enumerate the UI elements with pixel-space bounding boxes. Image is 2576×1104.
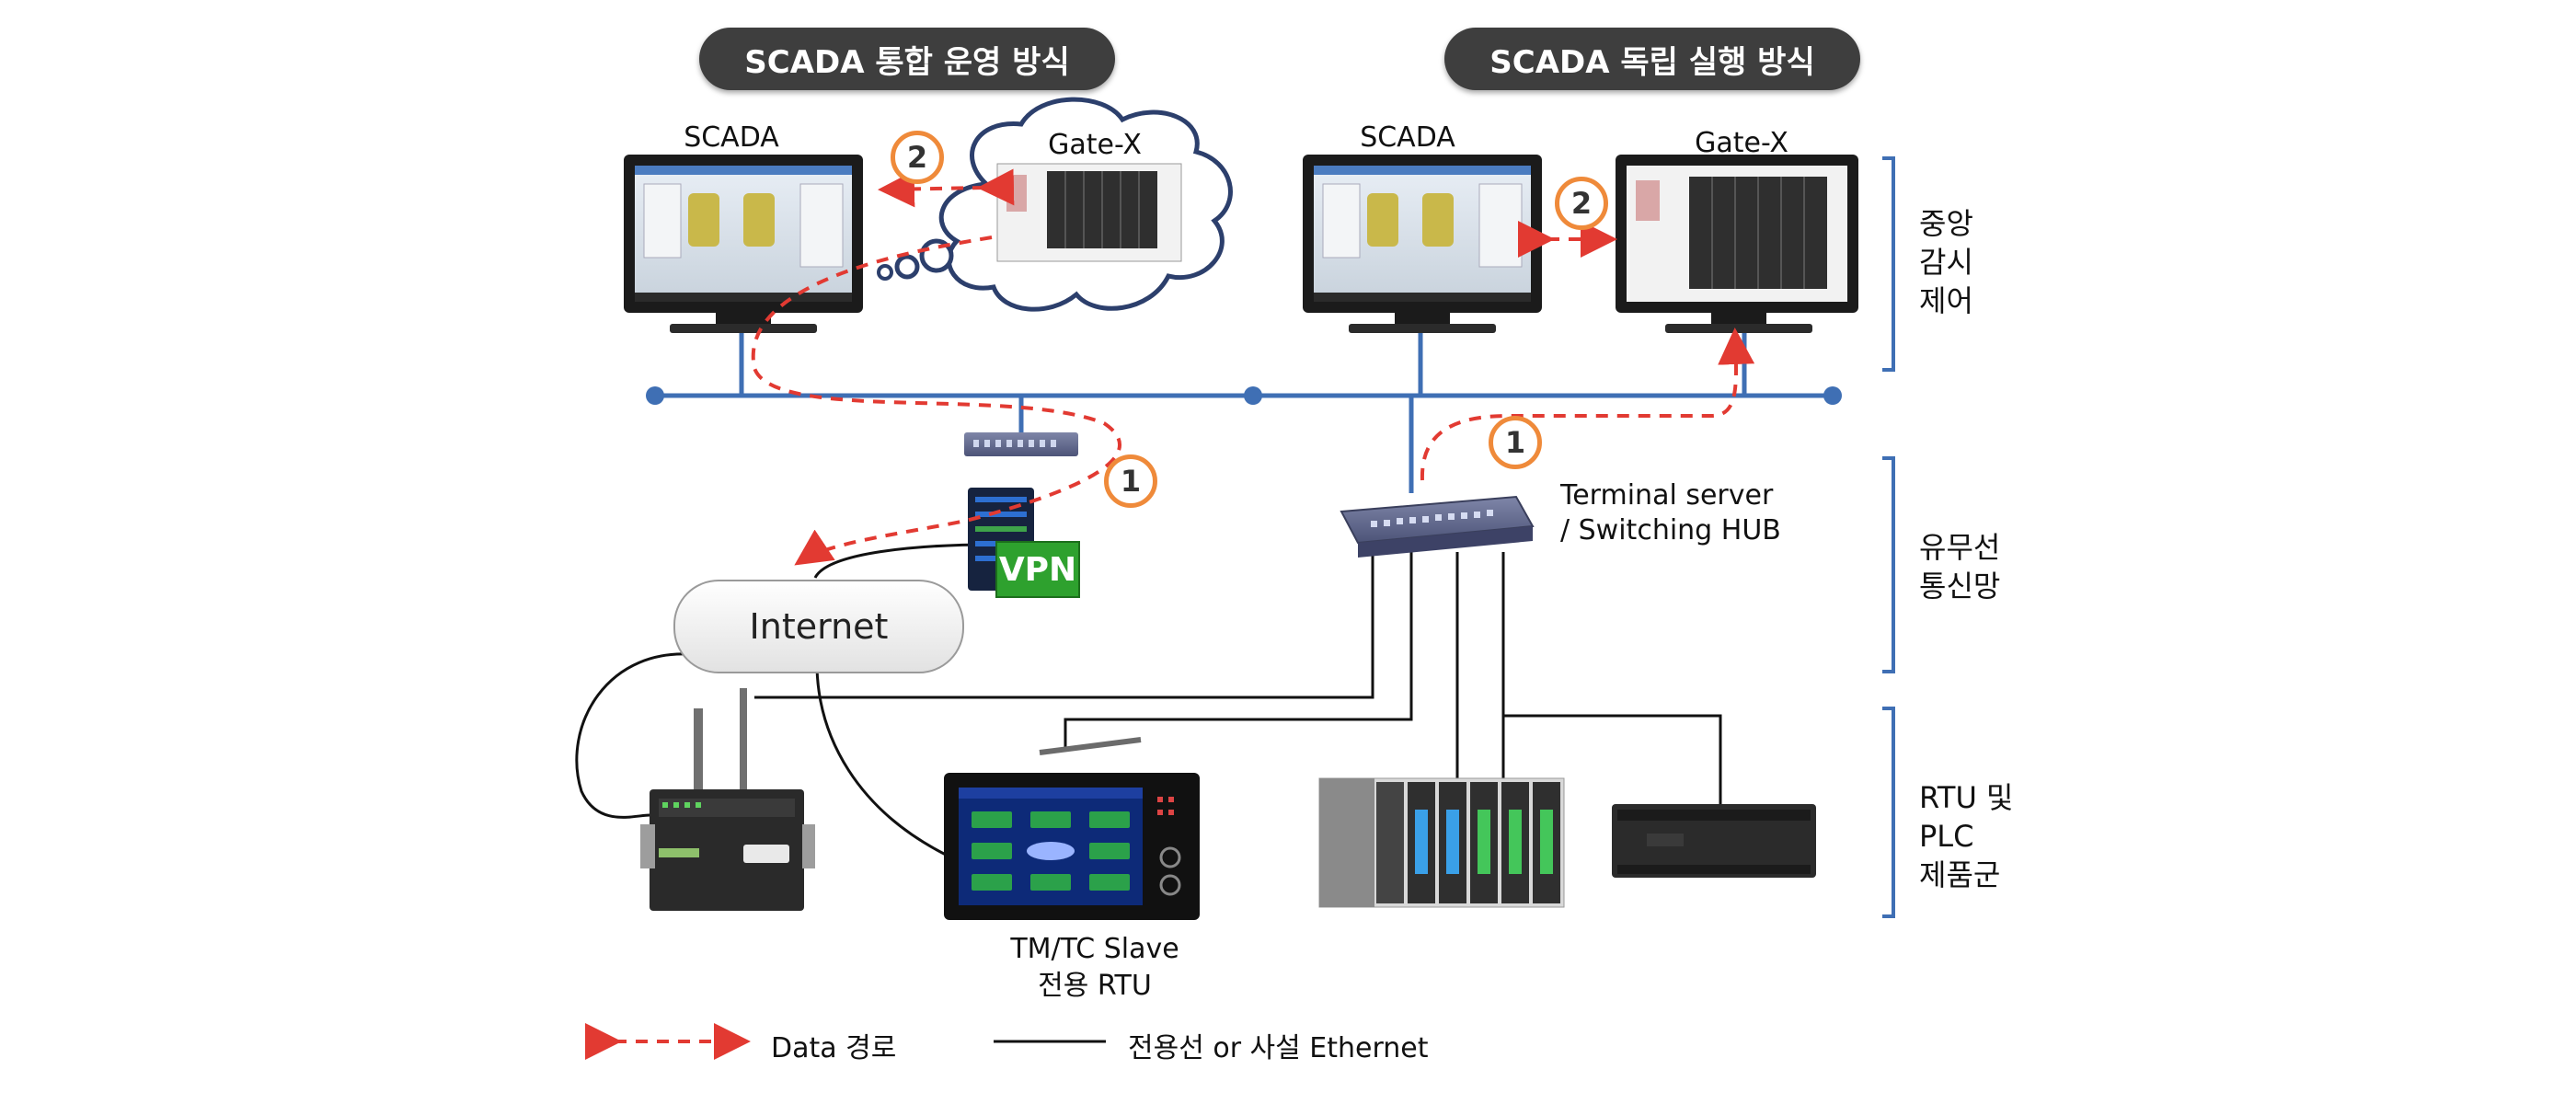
tmtc-line2: 전용 RTU [1038, 970, 1152, 1002]
scada-monitor-left [624, 155, 863, 333]
gatex-monitor-right [1616, 155, 1858, 333]
small-switch-icon [964, 432, 1078, 456]
plc-rack-icon [1318, 777, 1565, 908]
tier-comm-line2: 통신망 [1919, 569, 2001, 604]
standalone-mode-header: SCADA 독립 실행 방식 [1444, 28, 1860, 90]
terminal-server-label: Terminal server / Switching HUB [1560, 478, 1781, 548]
tier-brackets [1882, 156, 1895, 918]
tier-rtu-plc: RTU 및 PLC 제품군 [1919, 778, 2014, 894]
internet-cloud: Internet [673, 580, 964, 673]
network-bus [646, 333, 1842, 493]
tier-rtu-line3: 제품군 [1919, 857, 2001, 892]
gatex-screen-cloud [996, 163, 1182, 262]
internet-label: Internet [749, 606, 889, 647]
tier-comm-line1: 유무선 [1919, 530, 2001, 565]
tmtc-rtu-label: TM/TC Slave 전용 RTU [1010, 931, 1179, 1005]
rtu-device-icon [640, 688, 815, 911]
tmtc-line1: TM/TC Slave [1010, 933, 1179, 965]
integrated-mode-header: SCADA 통합 운영 방식 [699, 28, 1115, 90]
step-2-marker-left: 2 [891, 131, 944, 184]
step-1-marker-left: 1 [1104, 454, 1157, 508]
tier-rtu-line1: RTU 및 [1919, 780, 2014, 815]
small-plc-icon [1612, 804, 1816, 878]
gatex-cloud-label: Gate-X [1048, 129, 1142, 161]
switching-hub-icon [1340, 495, 1535, 558]
tmtc-rtu-icon [944, 737, 1200, 920]
tier-central-line2: 감시 [1919, 245, 1973, 280]
legend-dedicated-line: 전용선 or 사설 Ethernet [1128, 1032, 1429, 1064]
scada-left-label: SCADA [684, 121, 779, 154]
terminal-server-line2: / Switching HUB [1560, 514, 1781, 546]
legend-data-path: Data 경로 [771, 1032, 897, 1064]
vpn-badge: VPN [995, 541, 1080, 598]
tier-central-control: 중앙 감시 제어 [1919, 204, 1973, 320]
scada-monitor-right [1303, 155, 1542, 333]
tier-rtu-line2: PLC [1919, 819, 1974, 854]
tier-central-line1: 중앙 [1919, 206, 1973, 241]
tier-central-line3: 제어 [1919, 283, 1973, 318]
gatex-right-label: Gate-X [1695, 127, 1788, 159]
step-2-marker-right: 2 [1555, 177, 1608, 230]
terminal-server-line1: Terminal server [1560, 479, 1774, 512]
step-1-marker-right: 1 [1489, 416, 1542, 469]
data-paths [751, 168, 1755, 566]
tier-comm-network: 유무선 통신망 [1919, 528, 2000, 605]
dedicated-lines [575, 543, 1722, 857]
scada-right-label: SCADA [1360, 121, 1455, 154]
